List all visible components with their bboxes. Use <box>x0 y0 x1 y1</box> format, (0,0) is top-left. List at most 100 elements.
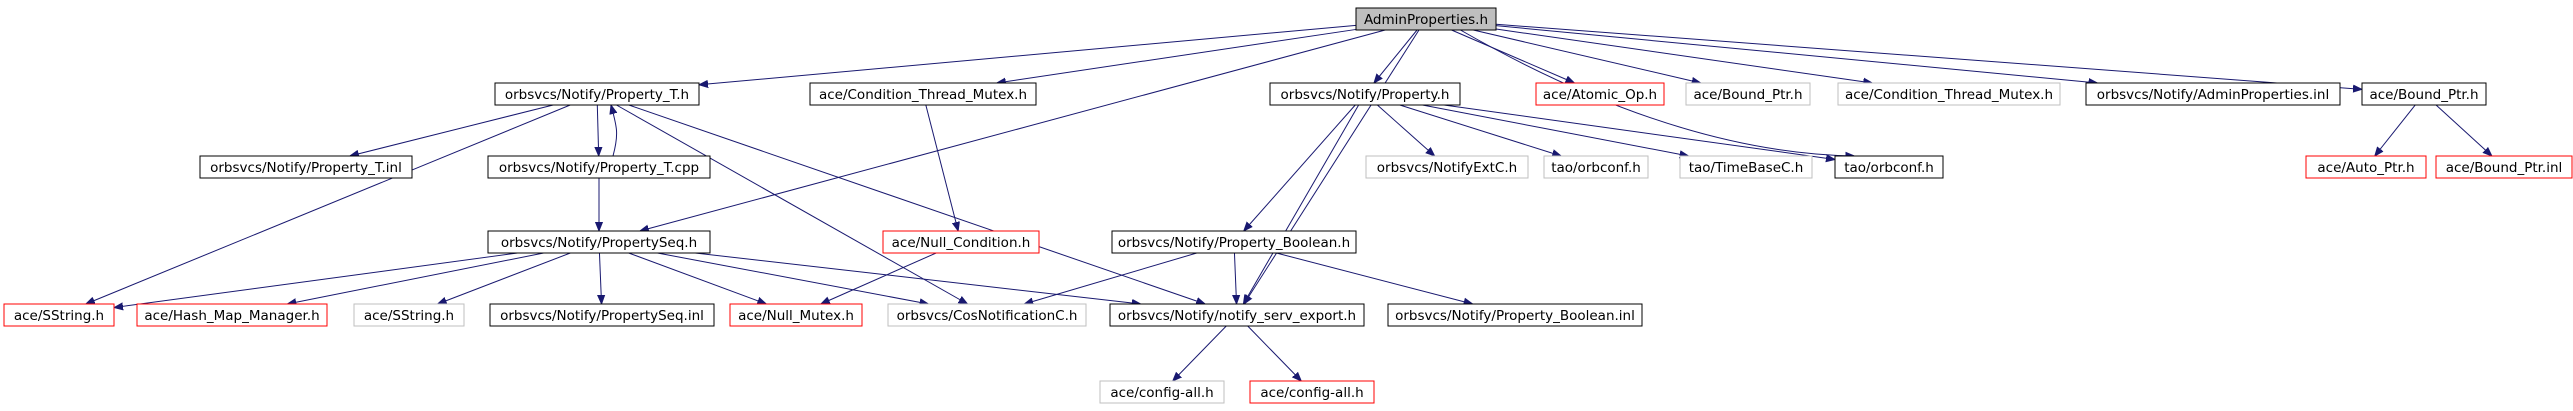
node-box <box>487 230 711 254</box>
node-box <box>1387 303 1643 327</box>
edge-n17-to-n25 <box>657 252 928 304</box>
node-box <box>1837 82 2061 106</box>
node-label: orbsvcs/Notify/Property_T.h <box>505 87 689 103</box>
node-label: orbsvcs/Notify/notify_serv_export.h <box>1118 308 1356 324</box>
node-label: tao/orbconf.h <box>1844 160 1934 176</box>
graph-node-n5[interactable]: ace/Bound_Ptr.h <box>1685 82 1811 106</box>
node-box <box>3 303 115 327</box>
graph-node-n8[interactable]: ace/Bound_Ptr.h <box>2361 82 2487 106</box>
node-label: ace/Condition_Thread_Mutex.h <box>1845 87 2053 103</box>
node-label: ace/Bound_Ptr.inl <box>2446 160 2563 176</box>
nodes-layer: AdminProperties.h orbsvcs/Notify/Property… <box>3 7 2573 404</box>
node-label: ace/SString.h <box>14 308 104 324</box>
edge-n3-to-n13 <box>1422 104 1688 156</box>
graph-node-n23[interactable]: orbsvcs/Notify/PropertySeq.inl <box>489 303 715 327</box>
graph-node-n11[interactable]: orbsvcs/NotifyExtC.h <box>1365 155 1529 179</box>
graph-node-n24[interactable]: ace/Null_Mutex.h <box>729 303 863 327</box>
node-label: ace/Atomic_Op.h <box>1543 87 1657 103</box>
graph-node-n20[interactable]: ace/SString.h <box>3 303 115 327</box>
edge-n17-to-n24 <box>628 252 767 304</box>
graph-node-n12[interactable]: tao/orbconf.h <box>1543 155 1649 179</box>
edge-n1-to-n25 <box>616 104 967 304</box>
edge-n0-to-n14 <box>1460 29 1854 156</box>
node-label: ace/Auto_Ptr.h <box>2317 160 2414 176</box>
edge-n2-to-n18 <box>925 104 958 231</box>
graph-node-n29[interactable]: ace/config-all.h <box>1249 380 1375 404</box>
node-label: orbsvcs/Notify/Property.h <box>1281 87 1450 103</box>
edge-n0-to-n2 <box>997 28 1357 83</box>
node-box <box>1355 7 1497 31</box>
graph-node-n14[interactable]: tao/orbconf.h <box>1834 155 1944 179</box>
node-label: ace/SString.h <box>364 308 454 324</box>
node-label: ace/Condition_Thread_Mutex.h <box>819 87 1027 103</box>
edge-n3-to-n14 <box>1443 104 1835 159</box>
node-label: orbsvcs/Notify/Property_T.cpp <box>499 160 699 176</box>
edge-n0-to-n5 <box>1473 29 1701 83</box>
graph-node-n7[interactable]: orbsvcs/Notify/AdminProperties.inl <box>2085 82 2341 106</box>
node-label: ace/Bound_Ptr.h <box>2369 87 2478 103</box>
edge-n0-to-n8 <box>1495 23 2362 89</box>
edge-n19-to-n27 <box>1276 252 1472 304</box>
node-box <box>2305 155 2427 179</box>
graph-node-n2[interactable]: ace/Condition_Thread_Mutex.h <box>809 82 1037 106</box>
edge-n0-to-n6 <box>1495 28 1872 83</box>
graph-node-n1[interactable]: orbsvcs/Notify/Property_T.h <box>494 82 700 106</box>
graph-node-n4[interactable]: ace/Atomic_Op.h <box>1535 82 1665 106</box>
graph-node-n22[interactable]: ace/SString.h <box>353 303 465 327</box>
edge-n8-to-n16 <box>2435 104 2492 156</box>
edge-n0-to-n1 <box>699 24 1357 84</box>
node-label: tao/TimeBaseC.h <box>1689 160 1804 176</box>
node-box <box>199 155 413 179</box>
node-box <box>2085 82 2341 106</box>
node-box <box>489 303 715 327</box>
edge-n3-to-n19 <box>1244 104 1356 231</box>
graph-node-n10[interactable]: orbsvcs/Notify/Property_T.cpp <box>487 155 711 179</box>
edge-n3-to-n26 <box>1243 104 1360 304</box>
graph-node-n28[interactable]: ace/config-all.h <box>1099 380 1225 404</box>
graph-node-n27[interactable]: orbsvcs/Notify/Property_Boolean.inl <box>1387 303 1643 327</box>
node-box <box>809 82 1037 106</box>
edge-n1-to-n9 <box>350 104 554 156</box>
graph-node-n3[interactable]: orbsvcs/Notify/Property.h <box>1269 82 1461 106</box>
node-label: orbsvcs/Notify/Property_T.inl <box>210 160 402 176</box>
edge-n18-to-n24 <box>821 252 937 304</box>
node-label: orbsvcs/NotifyExtC.h <box>1377 160 1517 176</box>
edge-n3-to-n12 <box>1399 104 1561 156</box>
node-label: tao/orbconf.h <box>1551 160 1641 176</box>
edges-layer <box>86 23 2492 381</box>
graph-node-n21[interactable]: ace/Hash_Map_Manager.h <box>136 303 328 327</box>
edge-n10-to-n1 <box>611 105 617 157</box>
node-box <box>1535 82 1665 106</box>
edge-n26-to-n29 <box>1247 325 1302 381</box>
node-label: AdminProperties.h <box>1364 12 1488 28</box>
edge-n17-to-n20 <box>114 252 518 308</box>
graph-node-n0[interactable]: AdminProperties.h <box>1355 7 1497 31</box>
node-box <box>494 82 700 106</box>
node-box <box>1365 155 1529 179</box>
graph-node-n26[interactable]: orbsvcs/Notify/notify_serv_export.h <box>1109 303 1365 327</box>
graph-node-n15[interactable]: ace/Auto_Ptr.h <box>2305 155 2427 179</box>
edge-n3-to-n11 <box>1377 104 1434 156</box>
graph-node-n17[interactable]: orbsvcs/Notify/PropertySeq.h <box>487 230 711 254</box>
node-box <box>729 303 863 327</box>
node-box <box>887 303 1087 327</box>
graph-node-n19[interactable]: orbsvcs/Notify/Property_Boolean.h <box>1111 230 1357 254</box>
graph-node-n25[interactable]: orbsvcs/CosNotificationC.h <box>887 303 1087 327</box>
edge-n1-to-n20 <box>86 104 571 305</box>
node-box <box>1543 155 1649 179</box>
graph-node-n16[interactable]: ace/Bound_Ptr.inl <box>2435 155 2573 179</box>
graph-node-n13[interactable]: tao/TimeBaseC.h <box>1679 155 1813 179</box>
graph-node-n6[interactable]: ace/Condition_Thread_Mutex.h <box>1837 82 2061 106</box>
graph-node-n18[interactable]: ace/Null_Condition.h <box>882 230 1040 254</box>
edge-n8-to-n15 <box>2375 104 2416 156</box>
edge-n0-to-n26 <box>1244 29 1420 304</box>
edge-n0-to-n3 <box>1374 29 1418 83</box>
node-label: orbsvcs/Notify/Property_Boolean.inl <box>1395 308 1635 324</box>
node-label: ace/config-all.h <box>1260 385 1363 401</box>
node-box <box>487 155 711 179</box>
node-box <box>2361 82 2487 106</box>
node-box <box>1679 155 1813 179</box>
node-box <box>2435 155 2573 179</box>
graph-node-n9[interactable]: orbsvcs/Notify/Property_T.inl <box>199 155 413 179</box>
